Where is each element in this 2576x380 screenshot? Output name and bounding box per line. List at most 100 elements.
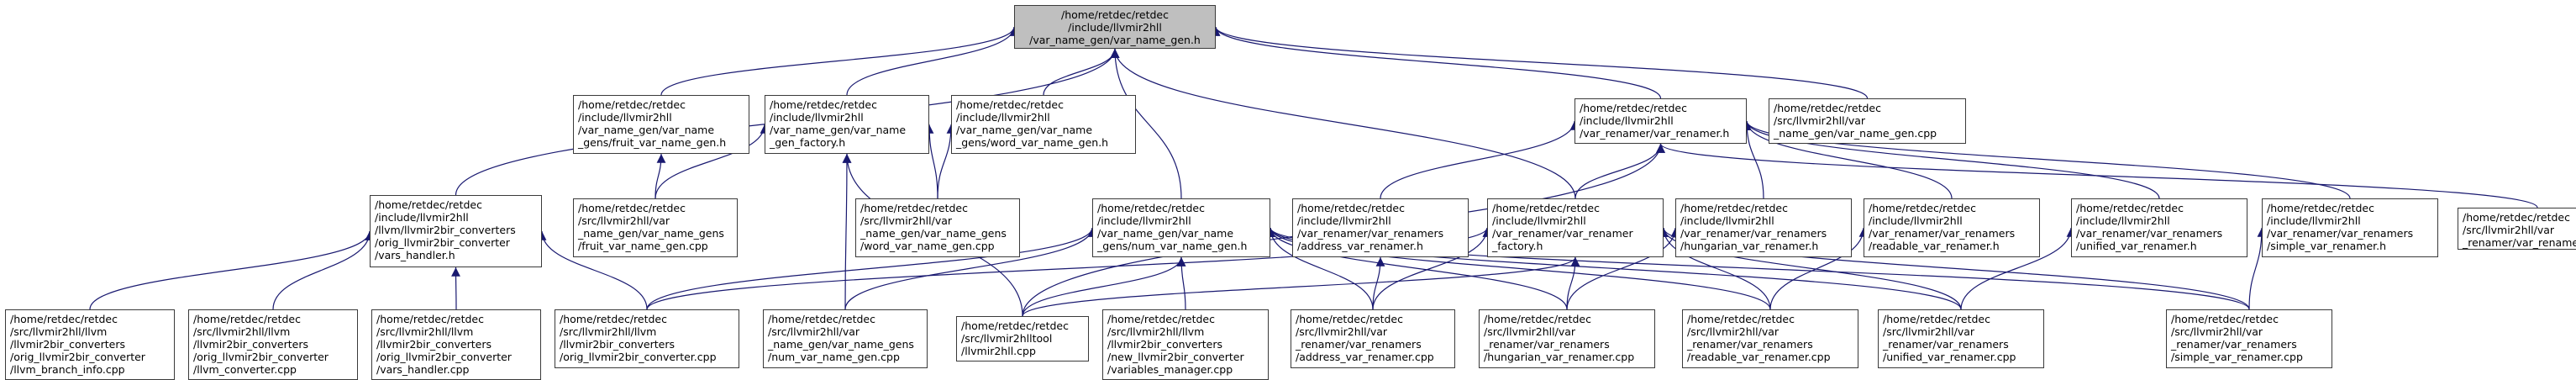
node-label-line: /vars_handler.h bbox=[375, 249, 455, 261]
dependency-edge bbox=[1022, 256, 1580, 317]
graph-node[interactable]: /home/retdec/retdec /src/llvmir2hll/llvm… bbox=[371, 309, 541, 380]
node-label-line: /llvmir2bir_converters bbox=[1107, 338, 1223, 351]
node-label-line: _gens/fruit_var_name_gen.h bbox=[578, 136, 727, 149]
node-label-line: /include/llvmir2hll bbox=[1097, 214, 1191, 227]
graph-node[interactable]: /home/retdec/retdec /src/llvmir2hll/var … bbox=[1291, 309, 1455, 368]
node-label-line: _name_gen/var_name_gen.cpp bbox=[1774, 127, 1937, 140]
graph-node[interactable]: /home/retdec/retdec /include/llvmir2hll … bbox=[1014, 5, 1216, 49]
node-label-line: _gens/word_var_name_gen.h bbox=[956, 136, 1109, 149]
node-label-line: _name_gen/var_name_gens bbox=[768, 338, 914, 351]
node-label-line: /orig_llvmir2bir_converter bbox=[10, 351, 145, 363]
dependency-edge bbox=[1372, 227, 1492, 310]
node-label-line: /orig_llvmir2bir_converter bbox=[376, 351, 512, 363]
graph-node[interactable]: /home/retdec/retdec /include/llvmir2hll … bbox=[951, 95, 1136, 154]
node-label-line: /home/retdec/retdec bbox=[1869, 202, 1976, 214]
node-label-line: /home/retdec/retdec bbox=[1580, 102, 1687, 114]
node-label-line: /readable_var_renamer.cpp bbox=[1687, 351, 1831, 363]
node-label-line: /llvm_converter.cpp bbox=[193, 363, 297, 376]
graph-node[interactable]: /home/retdec/retdec /src/llvmir2hll/var … bbox=[1769, 98, 1966, 144]
dependency-edge bbox=[660, 26, 1019, 96]
node-label-line: /home/retdec/retdec bbox=[1061, 8, 1169, 21]
dependency-edge bbox=[1176, 256, 1186, 310]
dependency-edge bbox=[1372, 256, 1385, 310]
dependency-edge bbox=[2248, 227, 2267, 310]
node-label-line: /llvm/llvmir2bir_converters bbox=[375, 224, 516, 236]
node-label-line: /src/llvmir2hll/llvm bbox=[193, 325, 291, 338]
graph-node[interactable]: /home/retdec/retdec /src/llvmir2hll/llvm… bbox=[188, 309, 358, 380]
dependency-edge bbox=[937, 124, 956, 199]
graph-node[interactable]: /home/retdec/retdec /src/llvmir2hll/var … bbox=[2458, 208, 2576, 250]
dependency-edge bbox=[1566, 227, 1680, 310]
graph-node[interactable]: /home/retdec/retdec /src/llvmir2hll/var … bbox=[763, 309, 928, 368]
node-label-line: /home/retdec/retdec bbox=[768, 313, 875, 325]
graph-node[interactable]: /home/retdec/retdec /include/llvmir2hll … bbox=[765, 95, 929, 154]
graph-node[interactable]: /home/retdec/retdec /src/llvmir2hll/var … bbox=[1479, 309, 1655, 368]
node-label-line: /home/retdec/retdec bbox=[1883, 313, 1990, 325]
graph-node[interactable]: /home/retdec/retdec /src/llvmir2hlltool … bbox=[956, 316, 1089, 362]
graph-node[interactable]: /home/retdec/retdec /include/llvmir2hll … bbox=[2262, 198, 2438, 257]
graph-node[interactable]: /home/retdec/retdec /src/llvmir2hll/llvm… bbox=[5, 309, 175, 380]
node-label-line: /home/retdec/retdec bbox=[578, 98, 686, 111]
graph-node[interactable]: /home/retdec/retdec /include/llvmir2hll … bbox=[2071, 198, 2247, 257]
graph-node[interactable]: /home/retdec/retdec /include/llvmir2hll … bbox=[1675, 198, 1852, 257]
node-label-line: /llvmir2hll.cpp bbox=[961, 345, 1036, 357]
graph-node[interactable]: /home/retdec/retdec /src/llvmir2hll/var … bbox=[573, 198, 738, 257]
node-label-line: _factory.h bbox=[1492, 240, 1543, 252]
node-label-line: /orig_llvmir2bir_converter.cpp bbox=[560, 351, 717, 363]
dependency-edge bbox=[1566, 256, 1580, 310]
node-label-line: /home/retdec/retdec bbox=[1297, 202, 1405, 214]
node-label-line: /home/retdec/retdec bbox=[1296, 313, 1403, 325]
graph-node[interactable]: /home/retdec/retdec /include/llvmir2hll … bbox=[1487, 198, 1664, 257]
graph-node[interactable]: /home/retdec/retdec /src/llvmir2hll/var … bbox=[855, 198, 1020, 257]
node-label-line: /var_renamer/var_renamers bbox=[1680, 227, 1827, 240]
graph-node[interactable]: /home/retdec/retdec /src/llvmir2hll/var … bbox=[1878, 309, 2044, 368]
node-label-line: /home/retdec/retdec bbox=[961, 319, 1069, 332]
dependency-edge bbox=[646, 227, 1097, 310]
dependency-edge bbox=[1211, 26, 1869, 99]
graph-node[interactable]: /home/retdec/retdec /src/llvmir2hll/var … bbox=[2166, 309, 2332, 368]
node-label-line: /home/retdec/retdec bbox=[770, 98, 877, 111]
node-label-line: /variables_manager.cpp bbox=[1107, 363, 1233, 376]
node-label-line: /src/llvmir2hll/llvm bbox=[376, 325, 474, 338]
node-label-line: /home/retdec/retdec bbox=[193, 313, 301, 325]
node-label-line: /src/llvmir2hlltool bbox=[961, 332, 1053, 345]
node-label-line: /address_var_renamer.h bbox=[1297, 240, 1423, 252]
node-label-line: /num_var_name_gen.cpp bbox=[768, 351, 900, 363]
node-label-line: _renamer/var_renamers bbox=[1687, 338, 1813, 351]
node-label-line: /home/retdec/retdec bbox=[578, 202, 686, 214]
dependency-edge bbox=[924, 124, 938, 199]
dependency-edge bbox=[1265, 227, 1374, 310]
graph-node[interactable]: /home/retdec/retdec /src/llvmir2hll/var … bbox=[1682, 309, 1858, 368]
dependency-edge bbox=[844, 227, 1097, 310]
graph-node[interactable]: /home/retdec/retdec /src/llvmir2hll/llvm… bbox=[1102, 309, 1269, 380]
node-label-line: /word_var_name_gen.cpp bbox=[860, 240, 995, 252]
node-label-line: /home/retdec/retdec bbox=[1774, 102, 1881, 114]
dependency-edge bbox=[1022, 256, 1186, 317]
node-label-line: _gen_factory.h bbox=[770, 136, 846, 149]
node-label-line: /home/retdec/retdec bbox=[860, 202, 968, 214]
dependency-edge bbox=[89, 230, 375, 310]
graph-node[interactable]: /home/retdec/retdec /include/llvmir2hll … bbox=[573, 95, 749, 154]
graph-node[interactable]: /home/retdec/retdec /include/llvmir2hll … bbox=[1575, 98, 1747, 144]
node-label-line: /var_name_gen/var_name bbox=[956, 124, 1093, 136]
node-label-line: /simple_var_renamer.cpp bbox=[2171, 351, 2303, 363]
graph-node[interactable]: /home/retdec/retdec /src/llvmir2hll/llvm… bbox=[555, 309, 739, 368]
node-label-line: /home/retdec/retdec bbox=[10, 313, 118, 325]
node-label-line: /include/llvmir2hll bbox=[1297, 214, 1391, 227]
node-label-line: /include/llvmir2hll bbox=[1068, 21, 1162, 34]
node-label-line: /var_name_gen/var_name bbox=[1097, 227, 1234, 240]
node-label-line: /include/llvmir2hll bbox=[2267, 214, 2361, 227]
node-label-line: /simple_var_renamer.h bbox=[2267, 240, 2387, 252]
node-label-line: _renamer/var_renamers bbox=[1484, 338, 1610, 351]
node-label-line: /home/retdec/retdec bbox=[2463, 211, 2570, 224]
node-label-line: _renamer/var_renamers bbox=[1296, 338, 1422, 351]
graph-node[interactable]: /home/retdec/retdec /include/llvmir2hll … bbox=[1292, 198, 1469, 257]
node-label-line: /fruit_var_name_gen.cpp bbox=[578, 240, 708, 252]
graph-node[interactable]: /home/retdec/retdec /include/llvmir2hll … bbox=[370, 195, 542, 267]
dependency-edge bbox=[272, 230, 375, 310]
node-label-line: /home/retdec/retdec bbox=[375, 198, 482, 211]
graph-node[interactable]: /home/retdec/retdec /include/llvmir2hll … bbox=[1864, 198, 2040, 257]
graph-node[interactable]: /home/retdec/retdec /include/llvmir2hll … bbox=[1092, 198, 1270, 257]
